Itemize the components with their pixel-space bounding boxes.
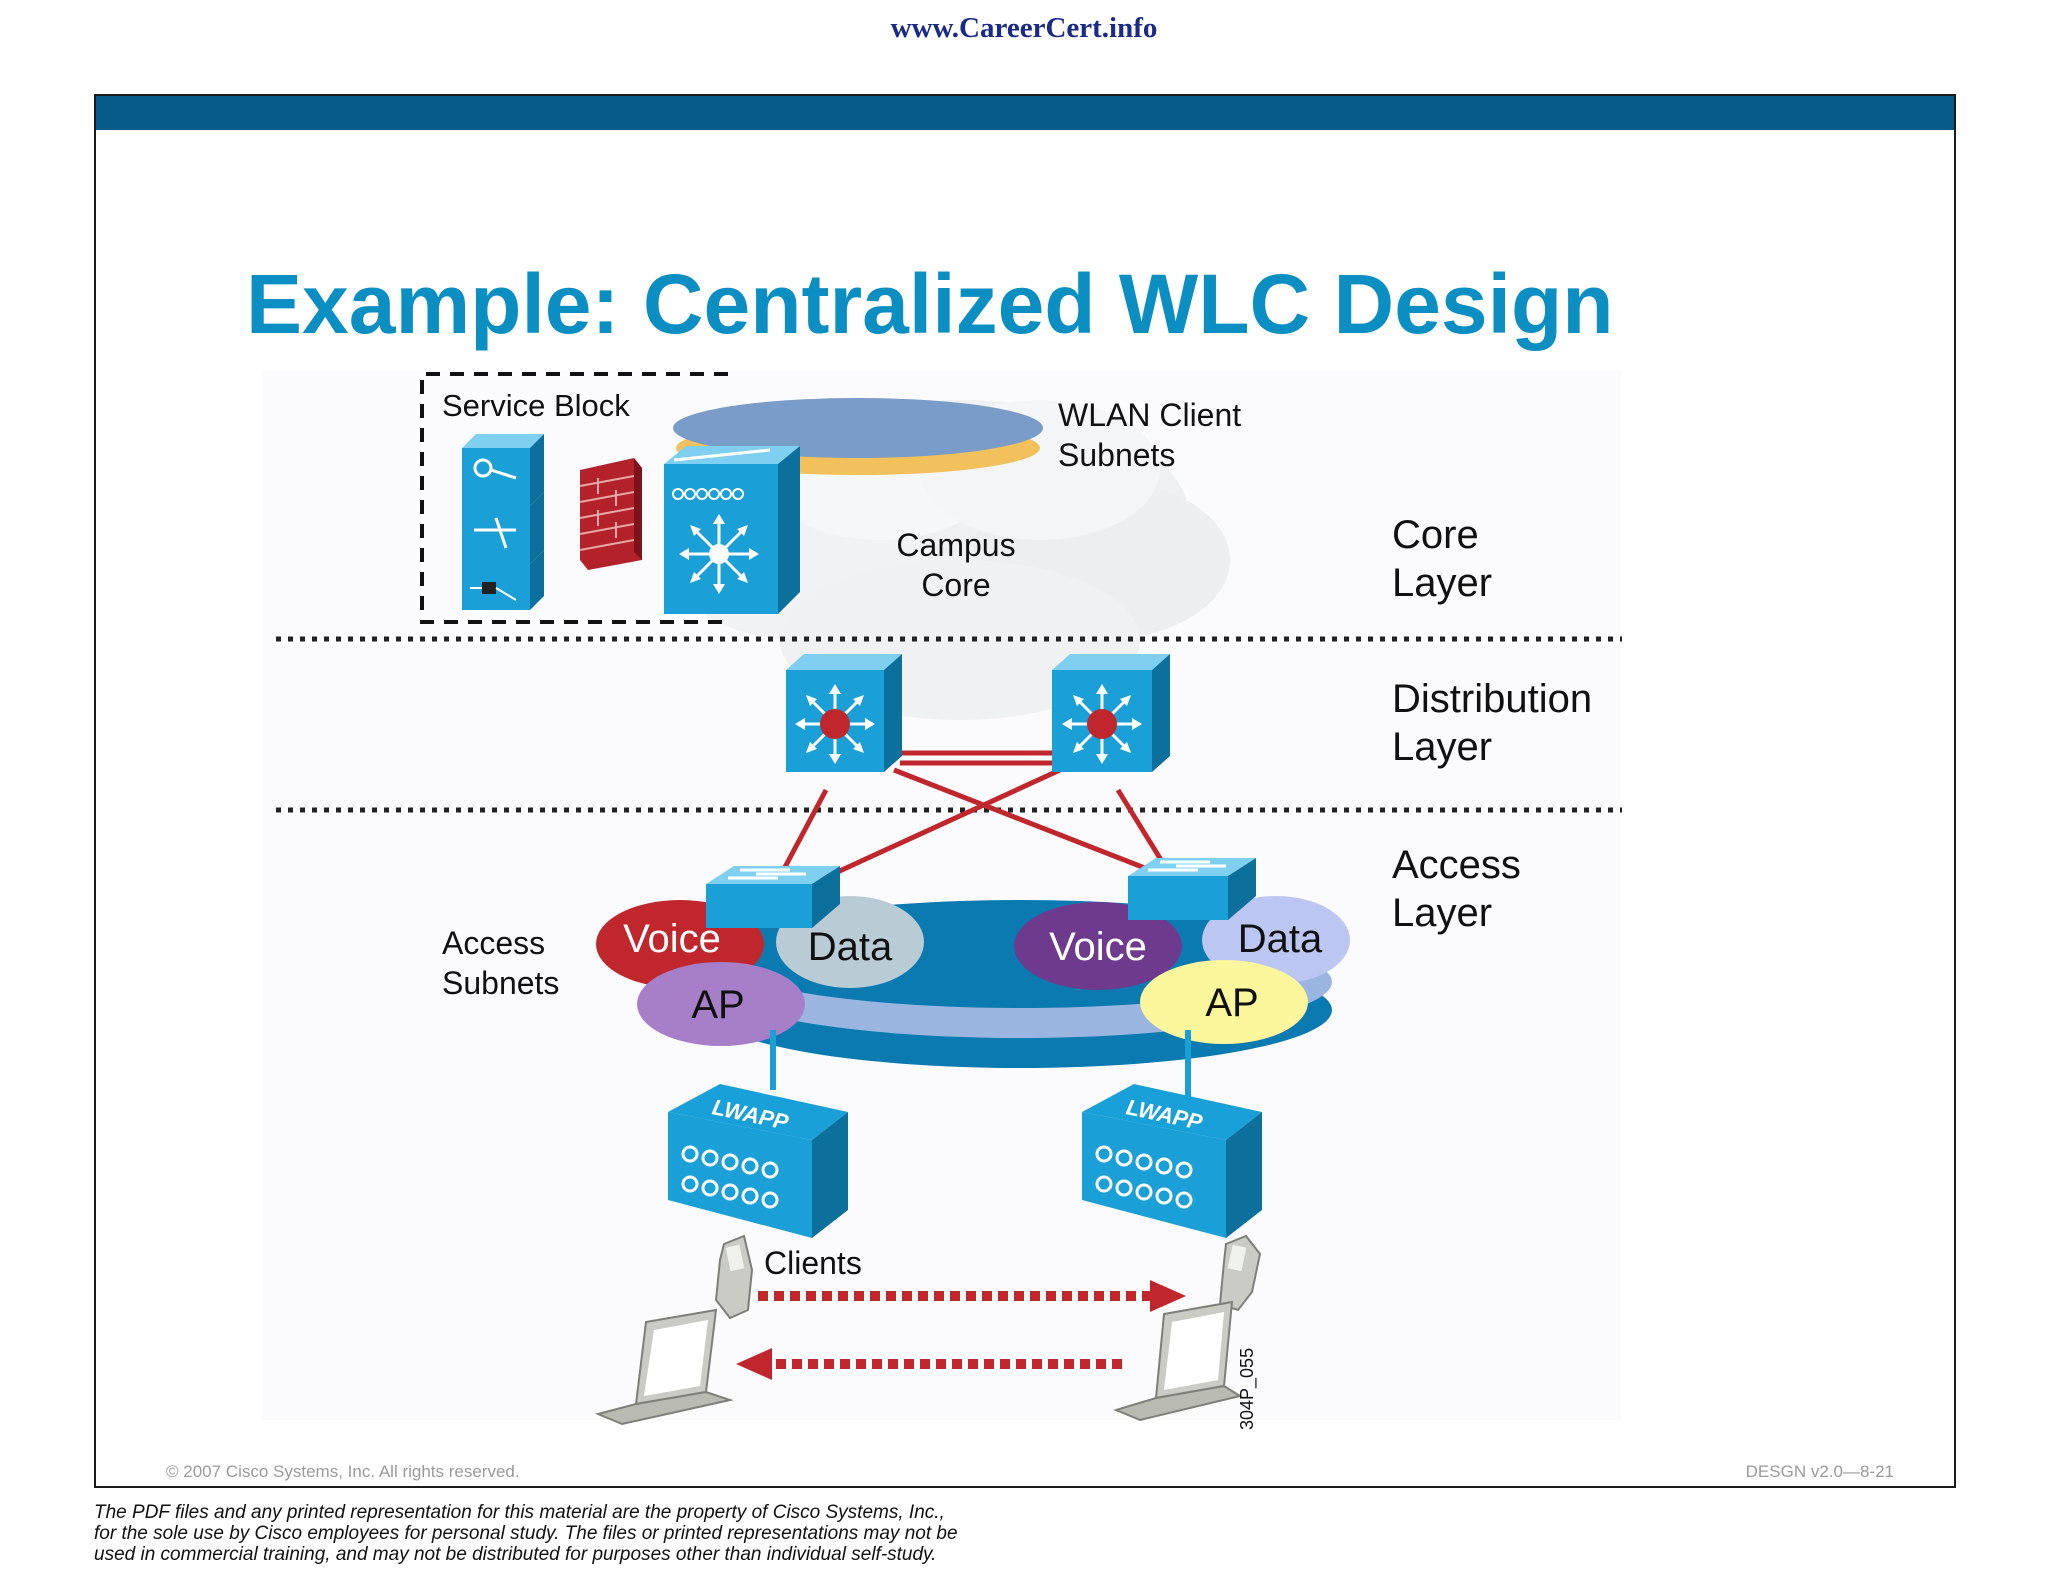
ap-subnet-right: [1140, 960, 1308, 1044]
laptop-icon-left: [594, 1308, 734, 1426]
ap-label-right: AP: [1205, 981, 1258, 1025]
data-label-left: Data: [808, 925, 893, 969]
copyright-footer: © 2007 Cisco Systems, Inc. All rights re…: [166, 1462, 520, 1481]
slide-header-bar: [96, 96, 1954, 130]
roaming-arrow-left: [736, 1348, 1122, 1380]
security-module-stack: [462, 434, 544, 610]
voice-label-right: Voice: [1049, 925, 1147, 969]
wlan-subnet-disc-blue: [673, 398, 1043, 458]
access-subnets-label-line1: Access: [442, 925, 545, 961]
clients-label: Clients: [764, 1245, 862, 1281]
campus-core-label-line1: Campus: [896, 527, 1015, 563]
lwapp-access-point-left: LWAPP: [668, 1084, 848, 1238]
voice-subnet-right: [1014, 902, 1182, 990]
ap-subnet-left: [637, 962, 805, 1046]
disclaimer-line-3: used in commercial training, and may not…: [94, 1544, 937, 1565]
header-url[interactable]: www.CareerCert.info: [890, 12, 1158, 44]
laptop-icon-right: [1113, 1300, 1243, 1422]
access-layer-label-line2: Layer: [1392, 891, 1492, 935]
disclaimer-line-1: The PDF files and any printed representa…: [94, 1502, 945, 1523]
distribution-layer-label-line2: Layer: [1392, 725, 1492, 769]
lwapp-access-point-right: LWAPP: [1082, 1084, 1262, 1238]
access-layer-label-line1: Access: [1392, 843, 1521, 887]
data-label-right: Data: [1238, 917, 1323, 961]
multilayer-switch-icon: [664, 446, 800, 614]
firewall-icon: [579, 458, 642, 570]
roaming-arrow-right: [758, 1280, 1186, 1312]
access-subnets-label-line2: Subnets: [442, 965, 559, 1001]
course-code-footer: DESGN v2.0—8-21: [1745, 1462, 1894, 1481]
distribution-switch-right: [1052, 654, 1170, 772]
service-block-label: Service Block: [442, 388, 630, 423]
service-block-box: [420, 372, 728, 624]
core-layer-label-line1: Core: [1392, 513, 1479, 557]
ap-label-left: AP: [691, 983, 744, 1027]
disclaimer: The PDF files and any printed representa…: [94, 1502, 1194, 1565]
wlan-client-subnets-label-line2: Subnets: [1058, 437, 1175, 473]
disclaimer-line-2: for the sole use by Cisco employees for …: [94, 1523, 958, 1544]
voice-label-left: Voice: [623, 917, 721, 961]
wlan-client-subnets-label-line1: WLAN Client: [1058, 397, 1241, 433]
figure-id: 304P_055: [1237, 1348, 1258, 1430]
phone-icon-left: [714, 1234, 754, 1320]
core-layer-label-line2: Layer: [1392, 561, 1492, 605]
phone-icon-right: [1218, 1234, 1262, 1312]
access-switch-left: [706, 866, 840, 928]
distribution-layer-label-line1: Distribution: [1392, 677, 1592, 721]
access-switch-right: [1128, 858, 1256, 920]
distribution-switch-left: [786, 654, 902, 772]
slide-title: Example: Centralized WLC Design: [246, 257, 1614, 351]
campus-core-label-line2: Core: [921, 567, 990, 603]
